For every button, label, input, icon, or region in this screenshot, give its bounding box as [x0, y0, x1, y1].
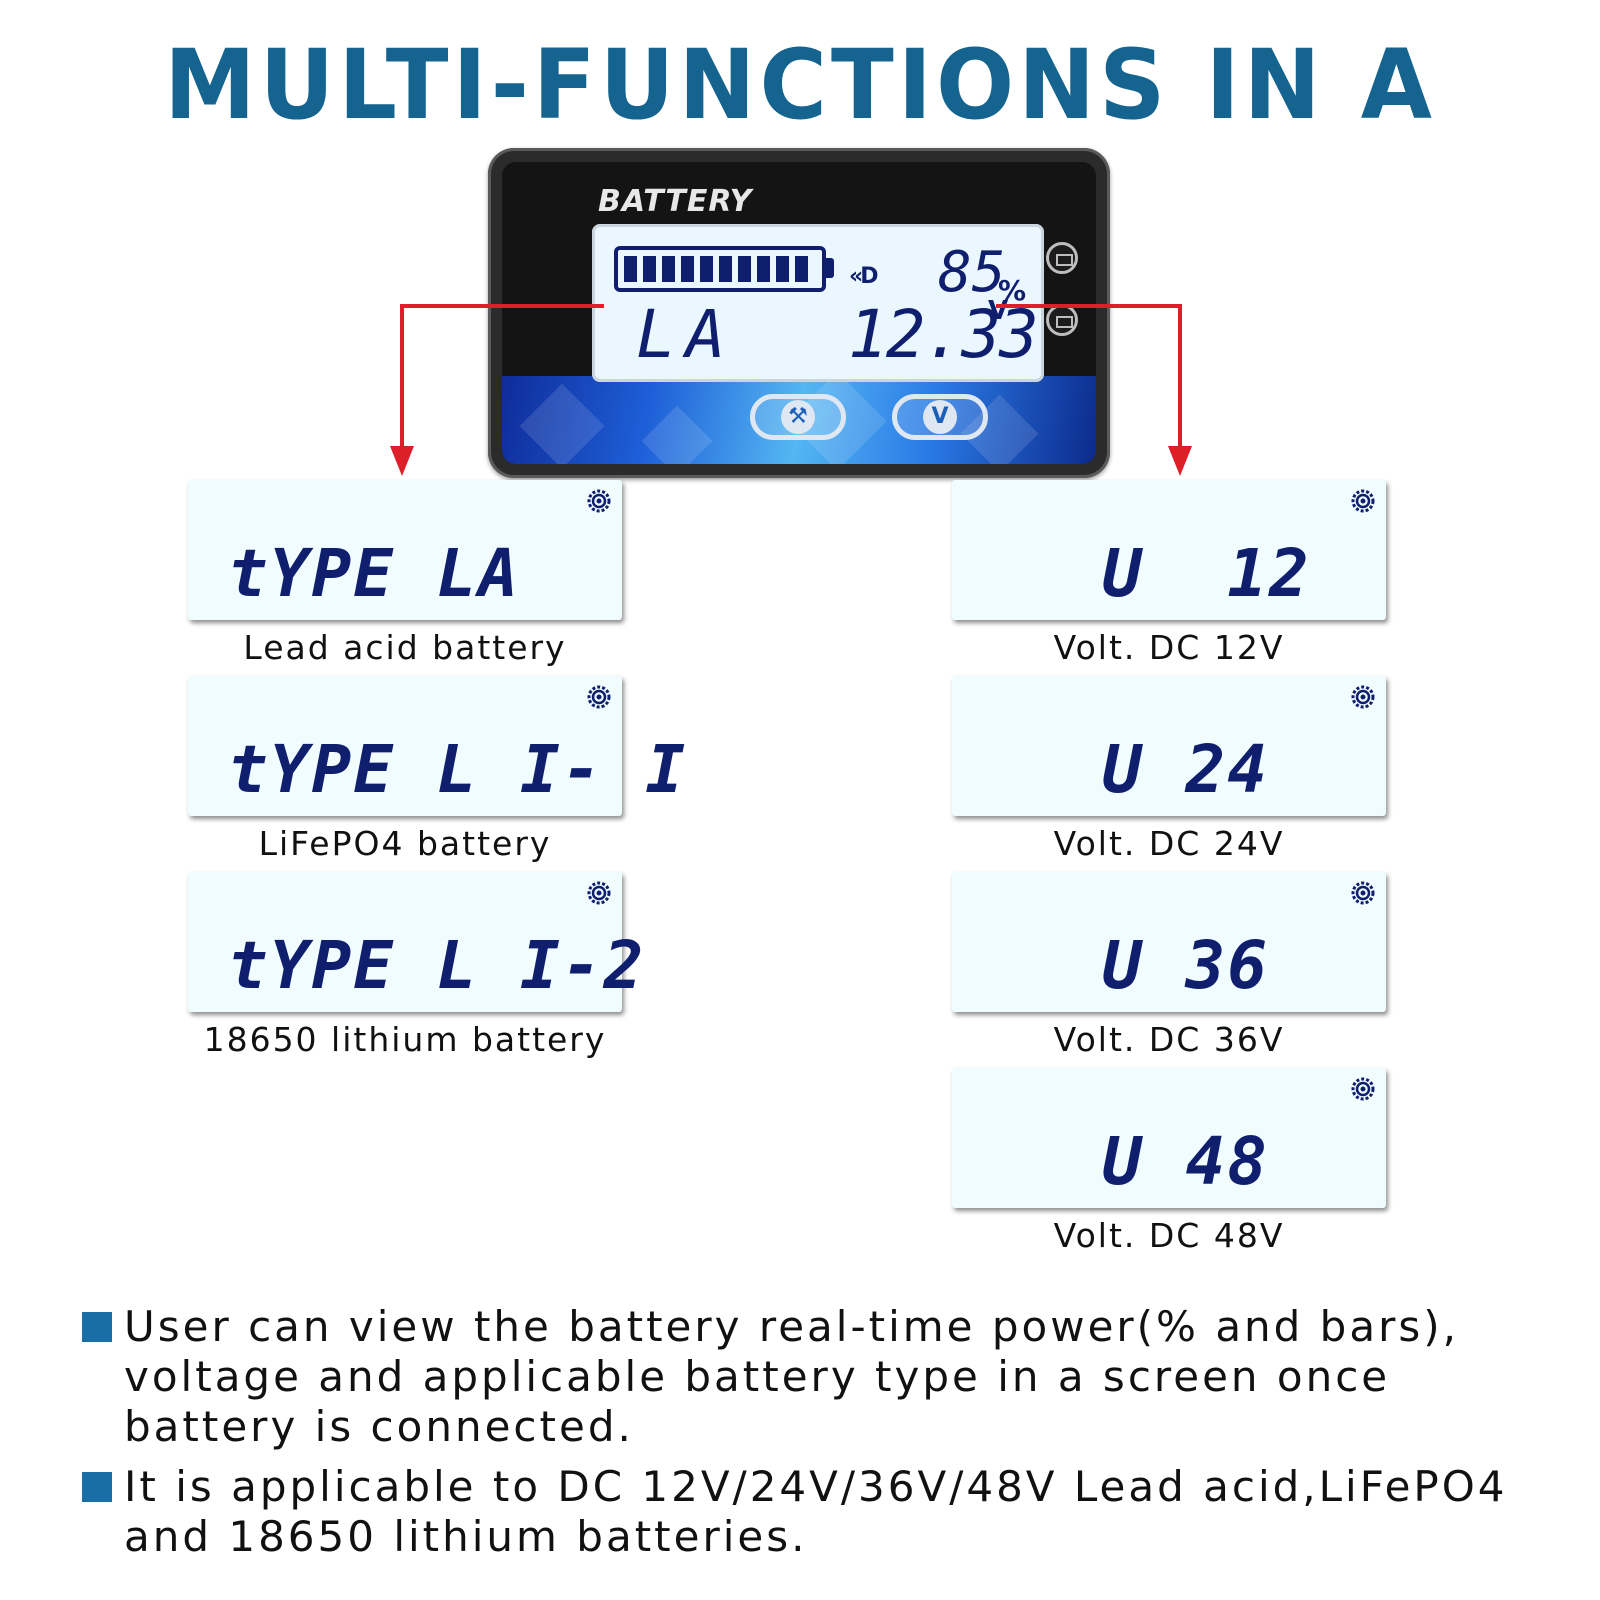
- battery-type-card: tYPE L I- I: [188, 676, 685, 816]
- wrench-icon: ⚒: [781, 400, 815, 434]
- bullet-square-icon: [82, 1312, 112, 1342]
- callout-arrows: [390, 304, 1192, 476]
- settings-icon: [1350, 488, 1376, 514]
- settings-button[interactable]: ⚒: [750, 394, 846, 440]
- battery-type-caption: 18650 lithium battery: [203, 1020, 607, 1059]
- battery-type-caption: Lead acid battery: [243, 628, 567, 667]
- voltage-unit: V: [988, 296, 1009, 326]
- battery-level-icon: [614, 246, 826, 292]
- battery-bar: [738, 256, 751, 282]
- battery-bar: [719, 256, 732, 282]
- battery-cap: [826, 258, 834, 278]
- settings-icon: [1350, 880, 1376, 906]
- battery-type-display: tYPE L I- I: [228, 731, 688, 808]
- battery-bar: [624, 256, 637, 282]
- battery-type-caption: LiFePO4 battery: [258, 824, 552, 863]
- percent-unit: %: [998, 274, 1027, 307]
- voltage-setting-caption: Volt. DC 36V: [1053, 1020, 1285, 1059]
- settings-icon: [586, 880, 612, 906]
- arrow-left: [400, 304, 604, 460]
- voltage-setting-card: U 48: [952, 1068, 1386, 1208]
- battery-bar: [643, 256, 656, 282]
- discharge-indicator: «D: [849, 264, 879, 289]
- battery-type-card: tYPE LA: [188, 480, 622, 620]
- battery-bar: [662, 256, 675, 282]
- settings-icon: [1350, 1076, 1376, 1102]
- voltage-setting-caption: Volt. DC 48V: [1053, 1216, 1285, 1255]
- battery-type-display: tYPE LA: [228, 535, 521, 612]
- voltage-button-label: V: [923, 400, 957, 434]
- battery-bar: [776, 256, 789, 282]
- settings-icon: [586, 488, 612, 514]
- voltage-setting-caption: Volt. DC 24V: [1053, 824, 1285, 863]
- battery-type-display: tYPE L I-2: [228, 927, 646, 1004]
- battery-type-readout: LA: [636, 296, 736, 373]
- arrow-left-head: [390, 446, 414, 476]
- percent-readout: 85: [938, 240, 1006, 305]
- settings-icon: [586, 684, 612, 710]
- voltage-setting-card: U 36: [952, 872, 1386, 1012]
- device-lcd-screen: «D 85 % LA 12.33 V: [592, 224, 1044, 382]
- bullet-text: It is applicable to DC 12V/24V/36V/48V L…: [124, 1462, 1508, 1561]
- battery-icon: [1046, 242, 1078, 274]
- battery-bar: [700, 256, 713, 282]
- battery-bar: [795, 256, 808, 282]
- arrow-right-head: [1168, 446, 1192, 476]
- battery-type-card: tYPE L I-2: [188, 872, 643, 1012]
- arrow-right: [996, 304, 1182, 460]
- bullet-text: User can view the battery real-time powe…: [124, 1302, 1459, 1451]
- voltage-setting-card: U 24: [952, 676, 1386, 816]
- voltage-readout: 12.33: [848, 296, 1039, 373]
- voltage-setting-display: U 36: [1102, 927, 1269, 1004]
- voltage-setting-caption: Volt. DC 12V: [1053, 628, 1285, 667]
- voltage-button[interactable]: V: [892, 394, 988, 440]
- voltage-setting-display: U 48: [1102, 1123, 1269, 1200]
- battery-bar: [757, 256, 770, 282]
- voltage-setting-display: U 12: [1102, 535, 1311, 612]
- bullet-square-icon: [82, 1472, 112, 1502]
- voltage-setting-card: U 12: [952, 480, 1386, 620]
- device-face: BATTERY «D 85 % LA 12.33 V ⚒ V: [502, 162, 1096, 464]
- device-brand-label: BATTERY: [598, 184, 753, 219]
- voltage-setting-display: U 24: [1102, 731, 1269, 808]
- battery-monitor-device: BATTERY «D 85 % LA 12.33 V ⚒ V: [488, 148, 1110, 478]
- battery-bar: [681, 256, 694, 282]
- settings-icon: [1350, 684, 1376, 710]
